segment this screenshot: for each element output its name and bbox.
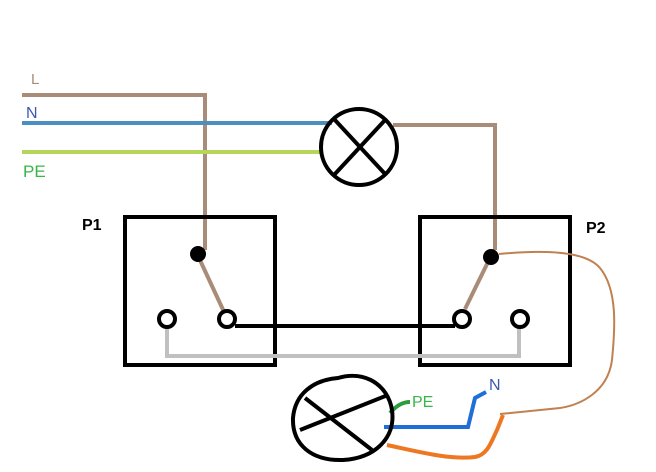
label-pe: PE bbox=[23, 162, 46, 181]
wire-traveller-gray bbox=[165, 325, 521, 358]
switch-p1-lever bbox=[197, 257, 227, 315]
label-p2: P2 bbox=[586, 220, 606, 237]
wire-p2-to-lamp2 bbox=[498, 250, 616, 415]
switch-p1-common-terminal bbox=[190, 246, 206, 262]
wire-lamp2-blue bbox=[384, 390, 487, 429]
wire-l-supply bbox=[22, 93, 207, 250]
switch-p1-terminal-left bbox=[157, 309, 177, 329]
switch-p2-terminal-left bbox=[452, 309, 472, 329]
switch-p2-lever bbox=[463, 259, 491, 310]
label-p1: P1 bbox=[82, 217, 102, 234]
label-l: L bbox=[31, 71, 39, 88]
switch-p2-common-terminal bbox=[483, 249, 499, 265]
label-lamp2-n: N bbox=[489, 377, 501, 394]
switch-p1-terminal-right bbox=[217, 309, 237, 329]
switch-p2-terminal-right bbox=[510, 309, 530, 329]
label-n: N bbox=[26, 105, 38, 122]
lamp-2-cross-a bbox=[303, 396, 374, 452]
lamp-2-cross-b bbox=[299, 393, 389, 432]
lamp-2-circle bbox=[290, 373, 395, 463]
lamp-2-symbol bbox=[290, 373, 395, 463]
switch-p2-box bbox=[418, 215, 572, 367]
label-lamp2-pe: PE bbox=[412, 394, 433, 411]
lamp-1-circle bbox=[319, 107, 399, 187]
lamp-1-cross-b bbox=[332, 117, 388, 177]
lamp-1-symbol bbox=[319, 107, 399, 187]
switch-p1-box bbox=[123, 215, 277, 367]
wire-lamp1-to-p2 bbox=[393, 123, 497, 250]
wire-lamp2-orange bbox=[386, 414, 505, 460]
